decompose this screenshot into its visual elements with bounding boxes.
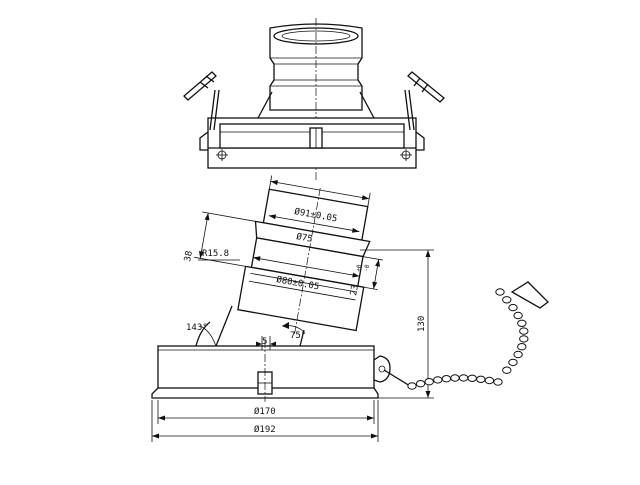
side-neck-fillet	[195, 321, 211, 347]
chain-bead	[407, 382, 417, 390]
chain-bead	[433, 376, 443, 384]
top-left-handle	[183, 71, 217, 101]
chain-bead	[519, 327, 529, 335]
side-view	[151, 175, 549, 442]
dim-d91-line	[270, 181, 370, 200]
label-d170: Ø170	[254, 406, 276, 417]
chain-bead	[519, 335, 529, 343]
chain-end-tag	[510, 281, 549, 309]
top-right-handle	[407, 71, 445, 103]
chain-bead	[458, 374, 469, 382]
chain-bead	[502, 366, 512, 374]
dim-d75-line	[268, 215, 360, 232]
label-23: 23	[349, 284, 361, 296]
side-ear	[373, 355, 391, 383]
chain-bead	[415, 380, 426, 388]
label-130: 130	[417, 316, 427, 332]
chain-wire	[383, 369, 411, 387]
chain-bead	[493, 378, 503, 386]
label-75: 75°	[290, 331, 306, 341]
label-d75: Ø75	[295, 231, 313, 245]
chain-bead	[508, 358, 518, 367]
label-r15-8: R15.8	[202, 249, 229, 259]
side-neck	[215, 305, 305, 347]
chain-bead	[495, 288, 505, 296]
chain-bead	[467, 374, 477, 382]
dim-d80-line	[253, 257, 360, 277]
chain-bead	[450, 374, 460, 382]
side-coupling	[194, 175, 383, 334]
chain-bead	[502, 296, 512, 304]
top-right-arm	[404, 89, 415, 131]
top-left-arm	[209, 89, 220, 131]
side-chain	[383, 288, 529, 390]
chain-bead	[517, 343, 527, 351]
top-view	[183, 18, 445, 180]
dim-38-line	[199, 212, 209, 259]
chain-bead	[484, 376, 495, 385]
top-right-ear	[415, 131, 425, 151]
label-23-upper-tolerance: +0	[355, 264, 363, 273]
label-5: 5	[262, 337, 267, 347]
top-coupling-body	[269, 23, 363, 111]
chain-bead	[508, 303, 518, 312]
label-d192: Ø192	[254, 424, 276, 435]
chain-bead	[513, 350, 523, 359]
chain-bead	[441, 375, 452, 383]
top-coupling-opening	[273, 27, 359, 45]
label-23-lower-tolerance: -0	[363, 264, 371, 273]
label-143: 143°	[186, 323, 208, 333]
side-coupling-center-line	[294, 188, 321, 334]
chain-bead	[517, 319, 527, 327]
chain-bead	[476, 375, 486, 383]
label-38: 38	[183, 250, 195, 262]
side-ear-pin	[378, 365, 386, 373]
top-coupling-inner	[281, 30, 351, 42]
chain-bead	[424, 378, 434, 386]
dim-143-arc	[199, 325, 217, 347]
chain-bead	[513, 311, 523, 320]
top-left-ear	[199, 131, 209, 151]
